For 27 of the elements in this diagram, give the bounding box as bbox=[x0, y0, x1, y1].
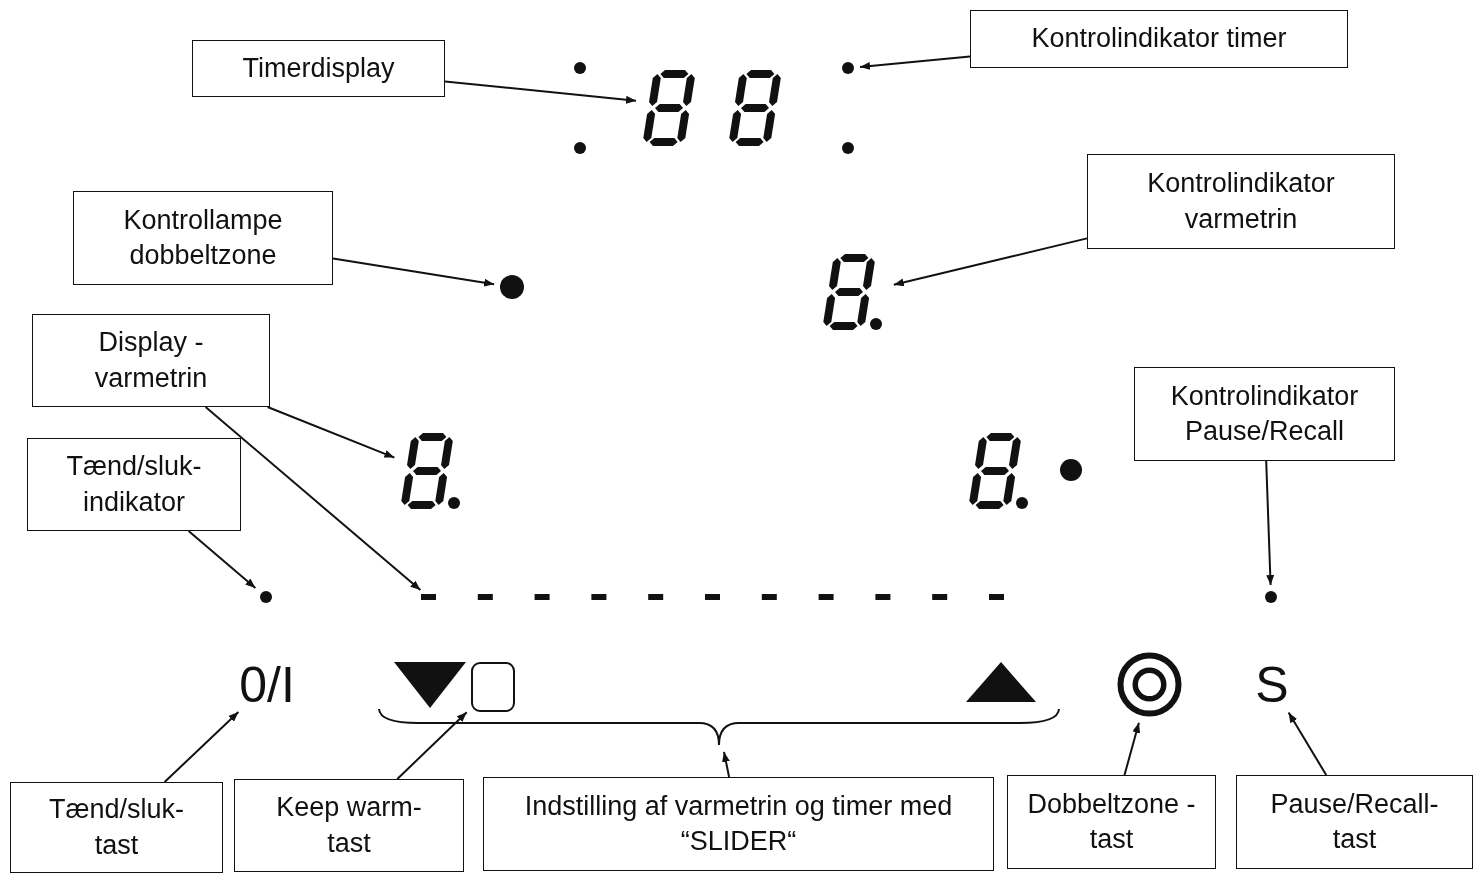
leader-line bbox=[204, 406, 422, 592]
key-symbol: 0/I bbox=[232, 660, 302, 710]
leader-line bbox=[332, 257, 496, 287]
callout-box: Kontrolindikator varmetrin bbox=[1087, 154, 1395, 249]
callout-box: Kontrolindikator timer bbox=[970, 10, 1348, 68]
callout-box: Indstilling af varmetrin og timer med “SLIDER“ bbox=[483, 777, 994, 871]
callout-box: Tænd/sluk-indikator bbox=[27, 438, 241, 531]
callout-box: Timerdisplay bbox=[192, 40, 445, 97]
callout-box: Dobbeltzone - tast bbox=[1007, 775, 1216, 869]
leader-line bbox=[1287, 711, 1328, 776]
leader-line bbox=[163, 711, 240, 783]
callout-box: Keep warm-tast bbox=[234, 779, 464, 872]
leader-line bbox=[266, 406, 396, 459]
callout-box: Kontrollampe dobbeltzone bbox=[73, 191, 333, 285]
callout-box: Kontrolindikator Pause/Recall bbox=[1134, 367, 1395, 461]
leader-line bbox=[1123, 721, 1141, 776]
leader-line bbox=[859, 55, 971, 70]
key-symbol: S bbox=[1248, 660, 1296, 710]
leader-line bbox=[722, 750, 731, 778]
leader-line bbox=[892, 237, 1088, 287]
leader-line bbox=[1265, 460, 1275, 586]
callout-box: Pause/Recall-tast bbox=[1236, 775, 1473, 869]
leader-line bbox=[187, 530, 257, 589]
callout-box: Tænd/sluk-tast bbox=[10, 782, 223, 873]
callout-box: Display - varmetrin bbox=[32, 314, 270, 407]
leader-line bbox=[444, 80, 637, 104]
leader-line bbox=[396, 711, 468, 780]
